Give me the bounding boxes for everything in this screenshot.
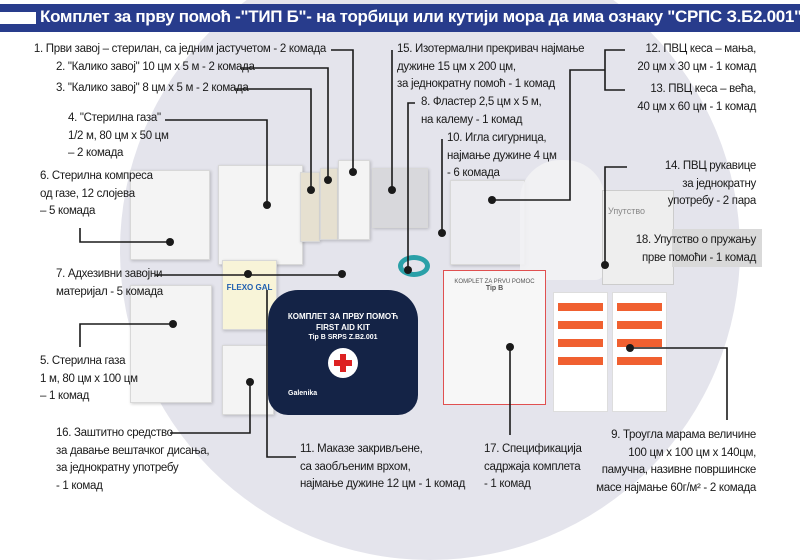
label-line: – 5 комада [40,205,96,217]
label-line: 1. Први завој – стерилан, са једним јаст… [33,43,326,55]
label-item-15: 15. Изотермални прекривач најмање дужине … [397,41,585,94]
label-line: 1 м, 80 цм x 100 цм [40,372,138,385]
instructions-booklet: Упутство [602,190,674,285]
pvc-gloves [520,160,605,280]
label-line: 16. Заштитно средство [56,427,173,439]
label-item-8: 8. Фластер 2,5 цм x 5 м, на калему - 1 ко… [421,94,542,129]
label-line: најмање дужине 4 цм [447,149,557,162]
calico-bandage-8 [300,172,320,242]
label-line: 40 цм x 60 цм - 1 комад [637,100,756,113]
label-item-2: 2. "Калико завој" 10 цм x 5 м - 2 комада [56,59,255,77]
label-item-3: 3. "Калико завој" 8 цм x 5 м - 2 комада [56,80,249,98]
label-line: дужине 15 цм x 200 цм, [397,60,516,73]
title-accent [0,12,36,24]
label-item-4: 4. "Стерилна газа" 1/2 м, 80 цм x 50 цм – … [68,110,169,163]
title-bar: Комплет за прву помоћ -"ТИП Б"- на торби… [0,4,800,32]
isothermal-blanket [372,168,428,228]
bag-brand: Galenika [288,390,318,397]
label-line: - 6 комада [447,167,500,179]
triangle-bandage-2 [612,292,667,412]
first-aid-bag: КОМПЛЕТ ЗА ПРВУ ПОМОЋ FIRST AID KIT Tip … [268,290,418,415]
label-line: најмање дужине 12 цм - 1 комад [300,478,466,490]
label-box-18 [672,229,762,267]
label-line: памучна, називне површинске [601,464,757,476]
label-item-16: 16. Заштитно средство за давање вештачког… [56,425,210,495]
label-item-17: 17. Спецификација садржаја комплета - 1 ко… [484,441,582,494]
label-item-14: 14. ПВЦ рукавице за једнократну употребу -… [665,158,756,211]
label-line: - 1 комад [56,479,103,492]
label-line: за једнократну [682,177,756,190]
label-item-11: 11. Маказе закривљене, са заобљеним врхом… [300,441,465,494]
label-line: 18. Упутство о пружању [635,234,757,246]
spec-subtitle: Tip B [485,285,504,292]
bag-label: КОМПЛЕТ ЗА ПРВУ ПОМОЋ [287,312,399,321]
label-line: – 2 комада [68,147,124,159]
spec-title: KOMPLET ZA PRVU POMOC [454,279,535,285]
label-line: прве помоћи - 1 комад [641,251,756,264]
label-line: 9. Троугла марама величине [611,429,756,441]
label-line: за давање вештачког дисања, [56,444,210,457]
label-line: – 1 комад [40,390,90,402]
label-line: за једнократну употребу [56,462,179,474]
bag-label-en: FIRST AID KIT [316,323,370,332]
label-line: 1/2 м, 80 цм x 50 цм [68,129,169,142]
page-title: Комплет за прву помоћ -"ТИП Б"- на торби… [40,7,800,26]
label-line: 8. Фластер 2,5 цм x 5 м, [421,96,542,108]
label-line: 3. "Калико завој" 8 цм x 5 м - 2 комада [56,82,249,94]
label-line: 7. Адхезивни завојни [56,268,163,280]
label-line: 10. Игла сигурница, [447,132,547,144]
label-line: 20 цм x 30 цм - 1 комад [637,60,756,73]
leader-lines [79,49,728,458]
label-line: 12. ПВЦ кеса – мања, [645,43,756,55]
label-line: 2. "Калико завој" 10 цм x 5 м - 2 комада [56,61,255,73]
label-line: на калему - 1 комад [421,113,523,126]
label-line: 17. Спецификација [484,443,582,455]
label-line: 14. ПВЦ рукавице [664,160,756,172]
label-item-12: 12. ПВЦ кеса – мања, 20 цм x 30 цм - 1 ко… [637,41,756,76]
bag-standard: Tip B SRPS Z.B2.001 [308,334,378,341]
label-line: материјал - 5 комада [56,285,163,298]
adhesive-tape-roll [398,255,430,277]
label-item-9: 9. Троугла марама величине 100 цм x 100 ц… [596,427,756,497]
label-item-5: 5. Стерилна газа 1 м, 80 цм x 100 цм – 1 к… [40,353,138,406]
manual-title: Упутство [608,206,646,216]
label-line: са заобљеним врхом, [300,460,411,473]
label-line: 4. "Стерилна газа" [68,112,161,124]
label-item-10: 10. Игла сигурница, најмање дужине 4 цм - … [447,130,557,183]
label-line: 11. Маказе закривљене, [300,443,423,455]
label-item-7: 7. Адхезивни завојни материјал - 5 комада [56,266,163,301]
label-line: садржаја комплета [484,460,581,473]
label-line: 5. Стерилна газа [40,355,126,367]
label-line: 100 цм x 100 цм x 140цм, [628,446,756,459]
calico-bandage-10 [320,168,338,240]
label-line: употребу - 2 пара [667,195,757,207]
red-cross-icon [328,348,358,378]
label-item-1: 1. Први завој – стерилан, са једним јаст… [34,41,326,59]
sterile-gauze-1m-pack [130,285,212,403]
label-item-13: 13. ПВЦ кеса – већа, 40 цм x 60 цм - 1 ко… [637,81,756,116]
label-line: 13. ПВЦ кеса – већа, [650,83,756,95]
label-item-6: 6. Стерилна компреса од газе, 12 слојева –… [40,168,153,221]
label-line: - 1 комад [484,478,531,490]
label-line: 6. Стерилна компреса [40,170,153,182]
specification-sheet: KOMPLET ZA PRVU POMOC Tip B [443,270,546,405]
label-line: масе најмање 60г/м² - 2 комада [596,481,756,494]
label-item-18: 18. Упутство о пружању прве помоћи - 1 ко… [635,232,757,267]
label-line: 15. Изотермални прекривач најмање [397,43,585,55]
label-line: од газе, 12 слојева [40,187,135,200]
label-line: за једнократну помоћ - 1 комад [397,78,555,90]
pvc-bags [450,180,525,265]
triangle-bandage-1 [553,292,608,412]
